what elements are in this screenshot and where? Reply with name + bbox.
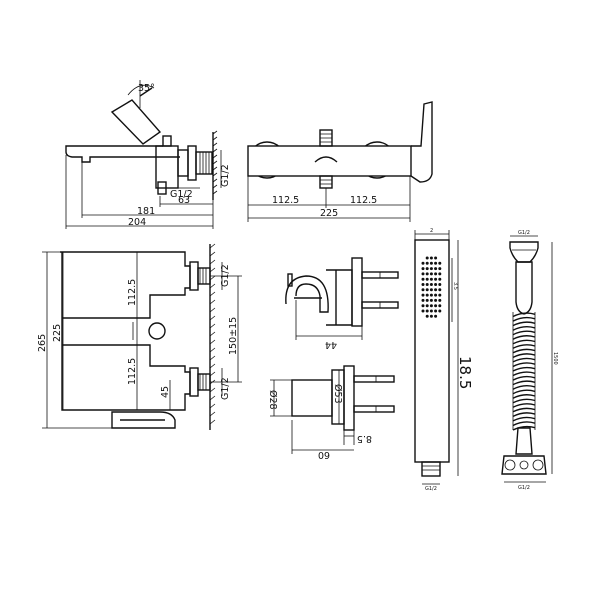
nozzle-dot — [438, 309, 442, 313]
nozzle-dot — [421, 298, 425, 302]
nozzle-dot — [425, 304, 429, 308]
nozzle-dot — [421, 277, 425, 281]
handshower-bottom-dim: G1/2 — [425, 486, 437, 492]
nozzle-dot — [421, 272, 425, 276]
hose-view: G1/2 1500 G1/2 — [501, 230, 558, 491]
nozzle-dot — [421, 288, 425, 292]
angle-label: 35° — [138, 83, 155, 94]
nozzle-dot — [438, 272, 442, 276]
nozzle-dot — [429, 314, 433, 318]
nozzle-dot — [434, 272, 438, 276]
nozzle-dot — [438, 304, 442, 308]
front-view: 112.5 112.5 225 — [247, 101, 433, 222]
nozzle-dot — [434, 267, 438, 271]
nozzle-dot — [438, 283, 442, 286]
nozzle-dot — [434, 304, 438, 308]
holder-view: 44 — [285, 257, 399, 350]
dimension-front-left: 112.5 — [272, 195, 299, 206]
handshower-top-dim: 2 — [430, 228, 433, 234]
dimension-top-upper: 112.5 — [127, 279, 138, 306]
nozzle-dot — [438, 293, 442, 297]
bracket-view: Ø28 Ø53 8.5 60 — [267, 365, 395, 460]
dimension-225: 225 — [52, 324, 63, 342]
nozzle-dot — [429, 298, 433, 302]
nozzle-dot — [425, 298, 429, 302]
dimension-204: 204 — [128, 217, 146, 228]
nozzle-dot — [425, 256, 429, 260]
nozzle-dot — [425, 272, 429, 276]
nozzle-dot — [429, 283, 433, 286]
nozzle-dot — [434, 261, 438, 265]
nozzle-dot — [421, 293, 425, 297]
dimension-181: 181 — [137, 206, 155, 217]
hose-coils — [512, 312, 536, 431]
side-view: 35° G1/2 G1/2 63 181 204 — [65, 80, 231, 229]
dimension-45: 45 — [160, 386, 171, 398]
nozzle-dot — [429, 288, 433, 292]
dimension-front-right: 112.5 — [350, 195, 377, 206]
nozzle-dot — [425, 288, 429, 292]
nozzle-dot — [421, 283, 425, 286]
nozzle-dot — [434, 298, 438, 302]
hose-spiral — [512, 312, 536, 431]
nozzle-dot — [425, 293, 429, 297]
dimension-60: 60 — [318, 449, 330, 460]
thread-label-side-right: G1/2 — [220, 164, 231, 187]
nozzle-dot — [421, 304, 425, 308]
nozzle-dot — [438, 298, 442, 302]
dimension-44: 44 — [325, 339, 337, 350]
nozzle-dot — [438, 267, 442, 271]
nozzle-dot — [434, 277, 438, 281]
nozzle-dot — [421, 261, 425, 265]
nozzle-dot — [434, 283, 438, 286]
nozzle-dot — [421, 267, 425, 271]
hose-bottom-thread: G1/2 — [518, 485, 530, 491]
nozzle-dot — [438, 277, 442, 281]
nozzle-dot — [429, 309, 433, 313]
dimension-top-lower: 112.5 — [127, 358, 138, 385]
nozzle-dot — [425, 283, 429, 286]
nozzle-dot — [425, 267, 429, 271]
nozzle-dot — [425, 309, 429, 313]
nozzle-dot — [425, 261, 429, 265]
diameter-28: Ø28 — [267, 390, 278, 410]
nozzle-dot — [429, 272, 433, 276]
nozzle-dot — [434, 293, 438, 297]
nozzle-dot — [429, 267, 433, 271]
nozzle-dot — [429, 304, 433, 308]
hose-top-thread: G1/2 — [518, 230, 530, 236]
nozzle-dot — [429, 293, 433, 297]
nozzle-dots — [421, 256, 442, 318]
dimension-front-total: 225 — [320, 208, 338, 219]
dimension-spacing: 150±15 — [228, 317, 239, 355]
dimension-265: 265 — [37, 334, 48, 352]
dimension-18-5: 18.5 — [456, 356, 474, 389]
nozzle-dot — [429, 277, 433, 281]
thread-label-side-left: G1/2 — [170, 189, 193, 200]
nozzle-dot — [434, 314, 438, 318]
nozzle-dot — [425, 314, 429, 318]
top-view: 265 225 112.5 112.5 45 G1/2 G1/2 150±15 — [37, 243, 242, 430]
nozzle-dot — [434, 288, 438, 292]
dimension-63: 63 — [178, 195, 190, 206]
nozzle-dot — [425, 277, 429, 281]
nozzle-dot — [434, 256, 438, 260]
nozzle-dot — [438, 288, 442, 292]
nozzle-dot — [429, 261, 433, 265]
hose-length: 1500 — [552, 352, 558, 365]
nozzle-dot — [434, 309, 438, 313]
nozzle-dot — [438, 261, 442, 265]
thread-label-top-lower: G1/2 — [220, 377, 231, 400]
nozzle-dot — [429, 256, 433, 260]
diameter-53: Ø53 — [332, 384, 343, 404]
nozzle-dot — [421, 309, 425, 313]
dimension-8-5: 8.5 — [357, 433, 372, 444]
handshower-side-dim: 3.5 — [452, 282, 458, 290]
handshower-view: 2 3.5 18.5 G1/2 — [414, 228, 474, 492]
